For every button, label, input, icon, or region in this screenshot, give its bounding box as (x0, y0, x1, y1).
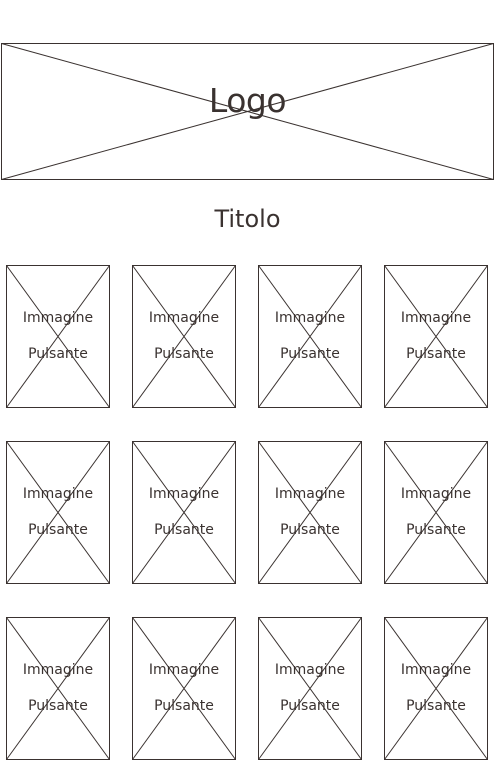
image-label: Immagine (22, 310, 94, 326)
image-label: Immagine (22, 662, 94, 678)
image-button-1[interactable]: Immagine Pulsante (6, 265, 110, 408)
image-button-9[interactable]: Immagine Pulsante (6, 617, 110, 760)
placeholder-cross-icon (6, 441, 110, 584)
image-button-2[interactable]: Immagine Pulsante (132, 265, 236, 408)
image-button-4[interactable]: Immagine Pulsante (384, 265, 488, 408)
button-label: Pulsante (154, 522, 214, 538)
image-label: Immagine (274, 486, 346, 502)
placeholder-cross-icon (384, 441, 488, 584)
logo-placeholder (1, 43, 494, 180)
button-label: Pulsante (28, 522, 88, 538)
placeholder-cross-icon (132, 617, 236, 760)
logo-label: Logo (208, 81, 287, 120)
image-label: Immagine (148, 486, 220, 502)
button-label: Pulsante (406, 698, 466, 714)
image-label: Immagine (148, 662, 220, 678)
button-label: Pulsante (154, 698, 214, 714)
button-label: Pulsante (406, 346, 466, 362)
image-button-7[interactable]: Immagine Pulsante (258, 441, 362, 584)
button-label: Pulsante (406, 522, 466, 538)
page-title: Titolo (214, 205, 281, 233)
image-label: Immagine (148, 310, 220, 326)
image-label: Immagine (274, 310, 346, 326)
placeholder-cross-icon (384, 617, 488, 760)
image-label: Immagine (274, 662, 346, 678)
placeholder-cross-icon (1, 43, 494, 180)
image-label: Immagine (400, 310, 472, 326)
image-button-5[interactable]: Immagine Pulsante (6, 441, 110, 584)
image-label: Immagine (400, 486, 472, 502)
image-label: Immagine (22, 486, 94, 502)
placeholder-cross-icon (258, 265, 362, 408)
placeholder-cross-icon (258, 617, 362, 760)
image-button-3[interactable]: Immagine Pulsante (258, 265, 362, 408)
image-button-12[interactable]: Immagine Pulsante (384, 617, 488, 760)
placeholder-cross-icon (132, 265, 236, 408)
image-button-6[interactable]: Immagine Pulsante (132, 441, 236, 584)
button-label: Pulsante (280, 522, 340, 538)
placeholder-cross-icon (132, 441, 236, 584)
placeholder-cross-icon (258, 441, 362, 584)
button-label: Pulsante (280, 698, 340, 714)
placeholder-cross-icon (384, 265, 488, 408)
placeholder-cross-icon (6, 265, 110, 408)
button-label: Pulsante (154, 346, 214, 362)
image-label: Immagine (400, 662, 472, 678)
button-label: Pulsante (28, 346, 88, 362)
button-label: Pulsante (280, 346, 340, 362)
image-button-10[interactable]: Immagine Pulsante (132, 617, 236, 760)
image-button-8[interactable]: Immagine Pulsante (384, 441, 488, 584)
button-label: Pulsante (28, 698, 88, 714)
image-button-11[interactable]: Immagine Pulsante (258, 617, 362, 760)
placeholder-cross-icon (6, 617, 110, 760)
